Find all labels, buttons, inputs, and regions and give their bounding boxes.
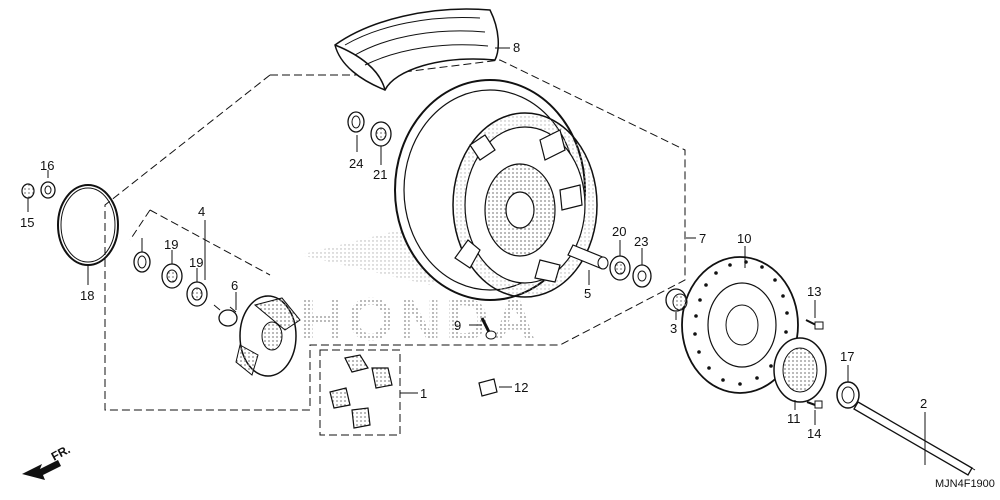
driven-flange [235,295,301,377]
label-part-10: 10 [737,231,751,246]
label-part-8: 8 [513,40,520,55]
front-direction-label: FR. [49,442,73,463]
label-part-5: 5 [584,286,591,301]
flange-collar [213,304,238,327]
snap-ring [57,184,119,266]
dust-seal-23 [347,111,365,133]
label-part-1: 1 [420,386,427,401]
bearing-21 [370,121,392,147]
label-part-22: 23 [634,234,648,249]
label-part-14: 14 [807,426,821,441]
label-part-6: 6 [231,278,238,293]
bearing-19b [186,281,208,307]
washer [40,181,56,199]
label-part-21: 21 [373,167,387,182]
disc-bolt [805,319,824,330]
tire [334,8,500,91]
label-part-12: 12 [514,380,528,395]
label-part-17: 17 [840,349,854,364]
balance-weight [478,378,498,397]
label-part-3: 3 [670,321,677,336]
bearing-19a [161,263,183,289]
label-part-18: 18 [80,288,94,303]
label-part-11: 11 [787,411,801,426]
label-part-19a: 19 [164,237,178,252]
front-direction-arrow-icon [22,460,61,480]
label-part-20: 20 [612,224,626,239]
label-part-16: 16 [40,158,54,173]
label-part-9: 9 [454,318,461,333]
rear-axle [853,401,976,476]
distance-collar [567,244,609,270]
nut [21,183,35,199]
label-part-4: 4 [198,204,205,219]
label-part-2: 2 [920,396,927,411]
axle-collar [665,288,688,312]
dust-seal-22 [632,264,652,288]
label-part-13: 13 [807,284,821,299]
dust-seal-24 [133,251,151,273]
pulse-ring [773,337,827,403]
diagram-code: MJN4F1900 [935,478,995,490]
damper-rubbers [329,354,393,429]
label-part-19b: 19 [189,255,203,270]
leader-lines [27,47,926,465]
label-part-15: 15 [20,215,34,230]
valve [480,317,497,340]
brake-disc [681,256,799,394]
ring-bolt [806,400,823,409]
label-part-7: 7 [699,231,706,246]
bearing-20 [609,255,631,281]
wheel [394,79,598,301]
label-part-23: 24 [349,156,363,171]
